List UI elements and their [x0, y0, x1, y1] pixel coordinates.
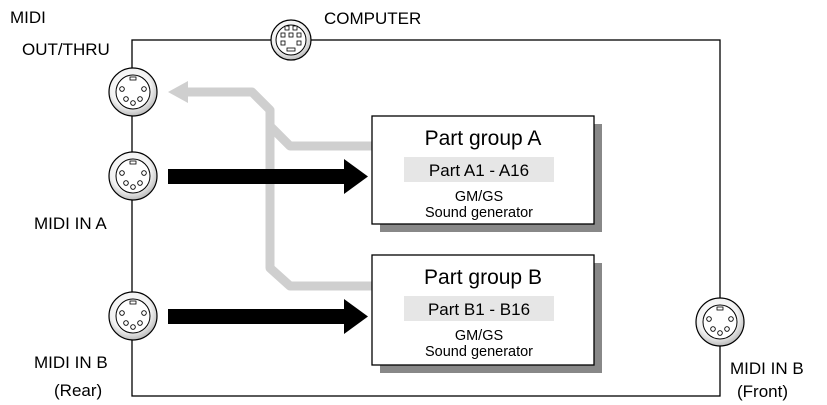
midi-out-thru-port-icon	[108, 67, 158, 117]
device-outline	[131, 39, 721, 397]
part-group-a-title: Part group A	[425, 127, 542, 150]
midi-out-thru-label-line2: OUT/THRU	[22, 40, 110, 59]
midi-in-b-rear-label-line1: MIDI IN B	[34, 353, 108, 372]
computer-port-icon	[270, 19, 312, 61]
midi-in-b-front-label-line1: MIDI IN B	[730, 359, 804, 378]
midi-in-b-front-label-line2: (Front)	[737, 382, 788, 401]
part-a-sound-generator: Sound generator	[425, 205, 533, 221]
midi-in-b-front-port-icon	[695, 297, 745, 347]
part-b-gmgs: GM/GS	[455, 328, 503, 344]
part-a-label-bg	[404, 157, 554, 182]
computer-label: COMPUTER	[324, 9, 421, 28]
part-a-range: Part A1 - A16	[429, 161, 529, 180]
midi-in-a-label: MIDI IN A	[34, 214, 107, 233]
thru-arrowhead	[168, 81, 188, 103]
midi-in-b-rear-label-line2: (Rear)	[54, 381, 102, 400]
midi-in-a-arrow	[168, 159, 368, 194]
midi-in-b-rear-port-icon	[108, 291, 158, 341]
thru-routing-path	[186, 87, 372, 291]
part-b-range: Part B1 - B16	[428, 300, 530, 319]
part-b-label-bg	[404, 296, 554, 321]
midi-out-thru-label-line1: MIDI	[10, 8, 46, 27]
part-b-sound-generator: Sound generator	[425, 344, 533, 360]
part-a-gmgs: GM/GS	[455, 189, 503, 205]
part-group-b-title: Part group B	[424, 266, 542, 289]
part-group-a-box: Part group A Part A1 - A16 GM/GS Sound g…	[371, 115, 602, 232]
midi-in-a-port-icon	[108, 151, 158, 201]
part-group-b-box: Part group B Part B1 - B16 GM/GS Sound g…	[371, 254, 602, 373]
midi-in-b-arrow	[168, 299, 368, 334]
